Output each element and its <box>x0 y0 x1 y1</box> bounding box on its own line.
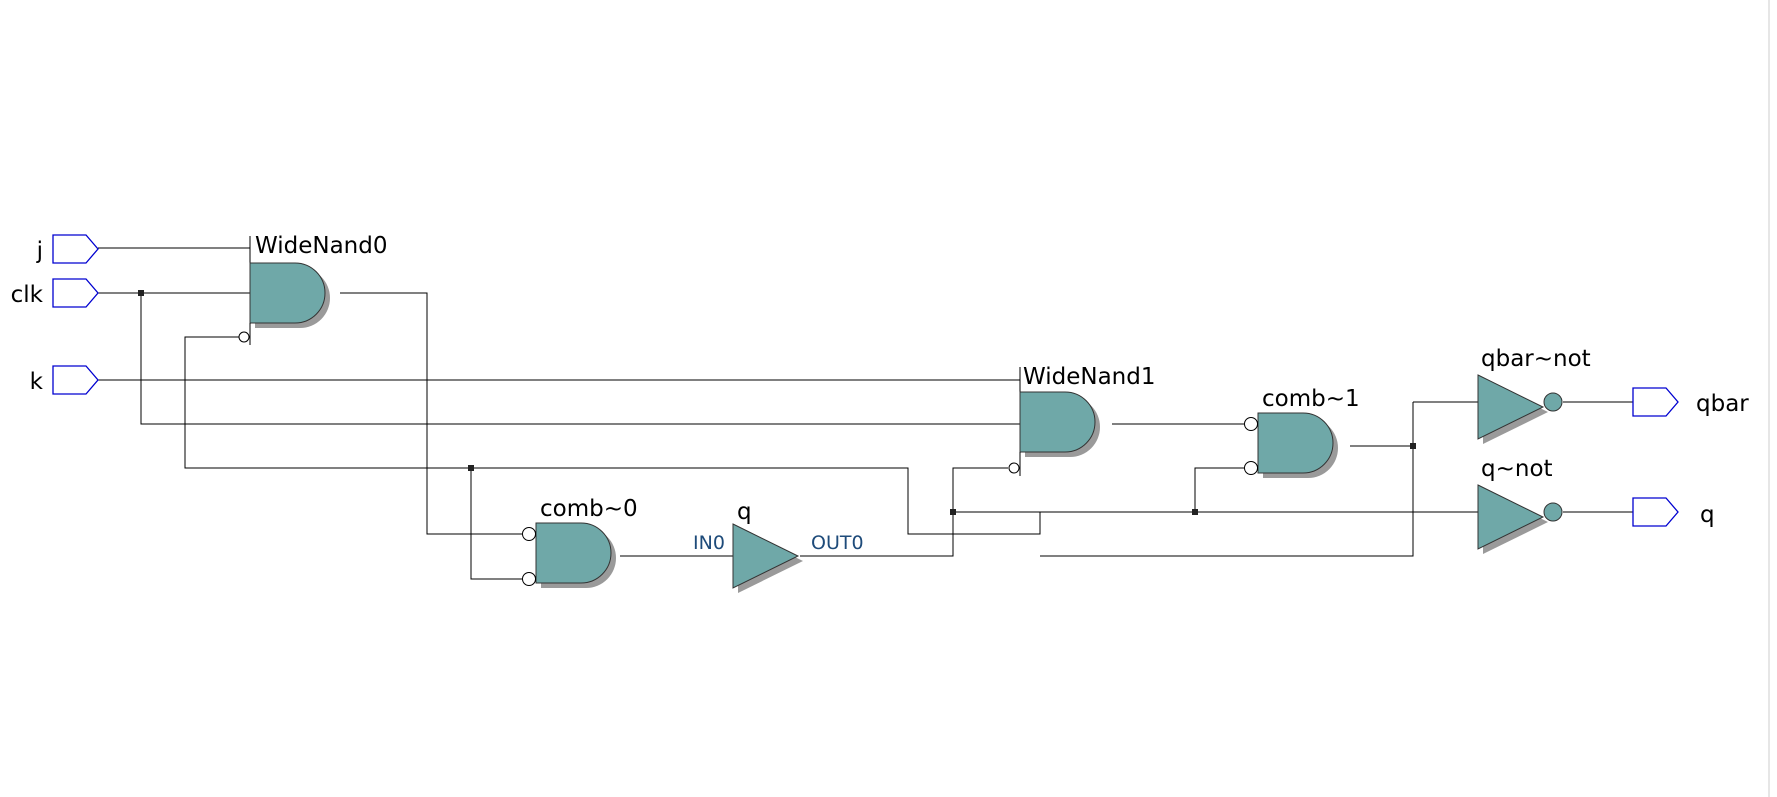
input-label-clk: clk <box>11 282 44 308</box>
junction-qbar-net <box>1410 443 1416 449</box>
inverter-output-bubble <box>1543 392 1563 412</box>
wire-comb0-bottom <box>470 468 522 580</box>
gate-label-comb1: comb~1 <box>1262 386 1360 412</box>
gate-label-comb0: comb~0 <box>540 496 638 522</box>
wire-comb1-bottom <box>1194 467 1244 512</box>
output-port-qbar[interactable]: qbar <box>1632 387 1749 417</box>
gate-comb1[interactable]: comb~1 <box>1244 386 1360 479</box>
input-port-k[interactable]: k <box>30 365 99 395</box>
wire-j <box>98 247 251 263</box>
inverted-input-bubble <box>1244 461 1258 475</box>
gate-label-q-not: q~not <box>1481 456 1553 482</box>
gate-q-not[interactable]: q~not <box>1477 456 1563 555</box>
scrollbar-edge <box>1768 0 1770 797</box>
input-port-clk[interactable]: clk <box>11 278 99 308</box>
gate-widenand0[interactable]: WideNand0 <box>238 233 388 345</box>
pin-label-out0: OUT0 <box>811 532 864 554</box>
junction-q-net <box>1192 509 1198 515</box>
wire-widenand0-out <box>340 292 522 535</box>
inverted-input-bubble <box>522 527 536 541</box>
wires <box>98 236 1633 580</box>
input-label-k: k <box>30 369 44 395</box>
junction-q-buffer <box>950 509 956 515</box>
gate-q-buffer[interactable]: q IN0 OUT0 <box>693 499 864 594</box>
gate-label-q-buffer: q <box>737 499 752 525</box>
gate-widenand1[interactable]: WideNand1 <box>1008 364 1156 476</box>
wire-clk-branch <box>140 293 1020 425</box>
input-port-j[interactable]: j <box>36 234 99 264</box>
output-label-qbar: qbar <box>1696 391 1749 417</box>
gate-label-widenand0: WideNand0 <box>255 233 388 259</box>
gate-label-qbar-not: qbar~not <box>1481 346 1591 372</box>
gate-label-widenand1: WideNand1 <box>1023 364 1156 390</box>
output-port-q[interactable]: q <box>1632 497 1715 528</box>
gate-qbar-not[interactable]: qbar~not <box>1477 346 1591 445</box>
output-label-q: q <box>1700 502 1715 528</box>
inverted-input-bubble <box>238 331 250 343</box>
wire-k <box>98 379 1021 392</box>
wire-widenand0-feedback <box>184 336 1041 535</box>
inverter-output-bubble <box>1543 502 1563 522</box>
inverted-input-bubble <box>522 572 536 586</box>
inverted-input-bubble <box>1244 417 1258 431</box>
gate-comb0[interactable]: comb~0 <box>522 496 638 589</box>
junctions <box>138 290 1416 515</box>
inverted-input-bubble <box>1008 462 1020 474</box>
pin-label-in0: IN0 <box>693 532 725 554</box>
wire-qbar-net <box>1040 402 1414 557</box>
junction-feedback <box>468 465 474 471</box>
junction-clk <box>138 290 144 296</box>
input-label-j: j <box>36 238 43 264</box>
